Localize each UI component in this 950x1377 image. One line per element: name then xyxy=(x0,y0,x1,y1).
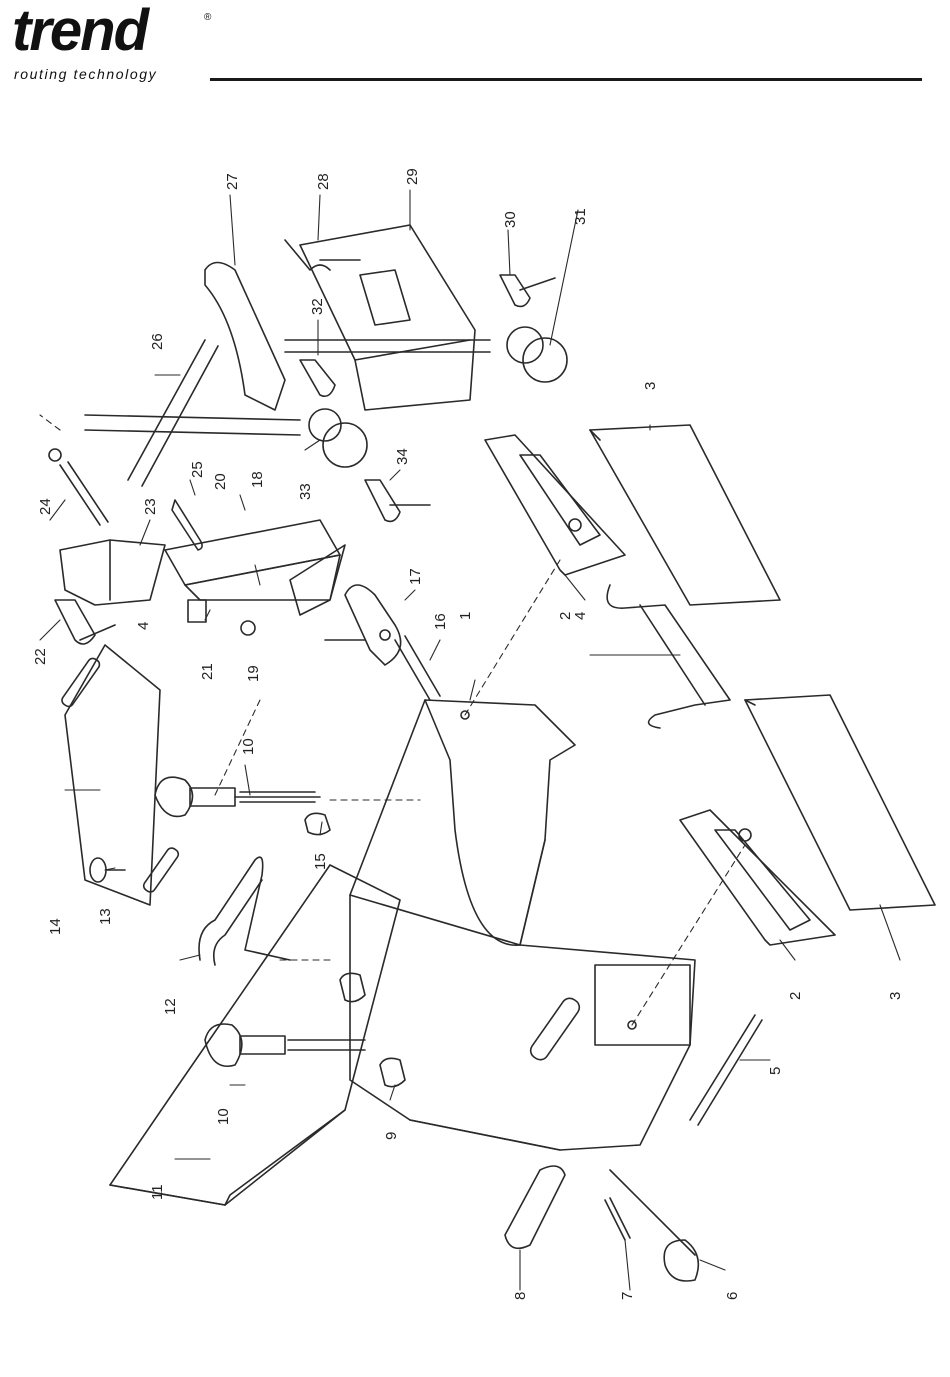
label-5: 5 xyxy=(767,1067,784,1075)
label-3a: 3 xyxy=(642,382,659,390)
label-12: 12 xyxy=(162,998,179,1015)
part-labels: 1 2 2 3 3 4 4 5 6 7 8 9 10 10 11 12 13 1… xyxy=(32,168,904,1300)
label-11: 11 xyxy=(149,1184,166,1200)
part-pin-20 xyxy=(172,500,202,550)
part-collar-33 xyxy=(309,409,367,467)
part-foot-lower xyxy=(680,810,835,945)
label-32: 32 xyxy=(309,298,326,315)
label-4b: 4 xyxy=(135,622,152,630)
part-lever-32 xyxy=(300,360,335,396)
label-29: 29 xyxy=(404,168,421,185)
part-clamp-17 xyxy=(325,585,401,665)
label-10a: 10 xyxy=(240,738,257,755)
part-wood-block-upper xyxy=(590,425,780,605)
label-20: 20 xyxy=(212,473,229,490)
part-knob-lower xyxy=(205,1024,365,1066)
part-lever-30 xyxy=(500,275,555,306)
part-lever-34 xyxy=(365,480,430,521)
part-sub-plate xyxy=(60,645,180,905)
label-24: 24 xyxy=(37,498,54,515)
part-ball-19 xyxy=(241,621,255,635)
label-15: 15 xyxy=(312,853,329,870)
label-34: 34 xyxy=(394,448,411,465)
label-27: 27 xyxy=(224,173,241,190)
label-1: 1 xyxy=(457,612,474,620)
part-knob-upper xyxy=(155,777,320,816)
label-30: 30 xyxy=(502,211,519,228)
part-u-bar xyxy=(199,857,290,965)
label-3b: 3 xyxy=(887,992,904,1000)
label-22: 22 xyxy=(32,648,49,665)
label-6: 6 xyxy=(724,1292,741,1300)
part-clip-9a xyxy=(380,1058,405,1086)
part-lever-16 xyxy=(395,636,440,700)
label-4a: 4 xyxy=(572,612,589,620)
part-wood-block-lower xyxy=(745,695,935,910)
part-screw-7 xyxy=(605,1198,630,1240)
part-rod-25 xyxy=(85,415,300,435)
part-strap xyxy=(607,585,730,728)
label-25: 25 xyxy=(189,461,206,478)
label-26: 26 xyxy=(149,333,166,350)
label-18: 18 xyxy=(249,471,266,488)
part-block-21 xyxy=(188,600,206,622)
label-31: 31 xyxy=(572,208,589,225)
label-7: 7 xyxy=(619,1292,636,1300)
part-clip-15 xyxy=(305,813,330,834)
part-lever-28 xyxy=(285,240,360,270)
label-21: 21 xyxy=(199,663,216,680)
part-arm-27 xyxy=(205,263,285,411)
part-collar-31 xyxy=(507,327,567,382)
part-fence-29 xyxy=(300,225,475,410)
label-9: 9 xyxy=(383,1132,400,1140)
label-23: 23 xyxy=(142,498,159,515)
label-33: 33 xyxy=(297,483,314,500)
part-clip-9b xyxy=(340,973,365,1001)
label-13: 13 xyxy=(97,908,114,925)
part-lever-22 xyxy=(55,600,115,644)
label-16: 16 xyxy=(432,613,449,630)
part-handle-8 xyxy=(505,1166,565,1248)
label-8: 8 xyxy=(512,1292,529,1300)
label-28: 28 xyxy=(315,173,332,190)
label-leaders xyxy=(40,190,900,1290)
label-14: 14 xyxy=(47,918,64,935)
part-rod-5 xyxy=(690,1015,762,1125)
part-bracket-23 xyxy=(60,540,165,605)
part-base-plate xyxy=(110,865,400,1205)
label-2b: 2 xyxy=(787,992,804,1000)
label-10b: 10 xyxy=(215,1108,232,1125)
part-pin-24 xyxy=(49,449,108,525)
label-19: 19 xyxy=(245,665,262,682)
label-17: 17 xyxy=(407,568,424,585)
